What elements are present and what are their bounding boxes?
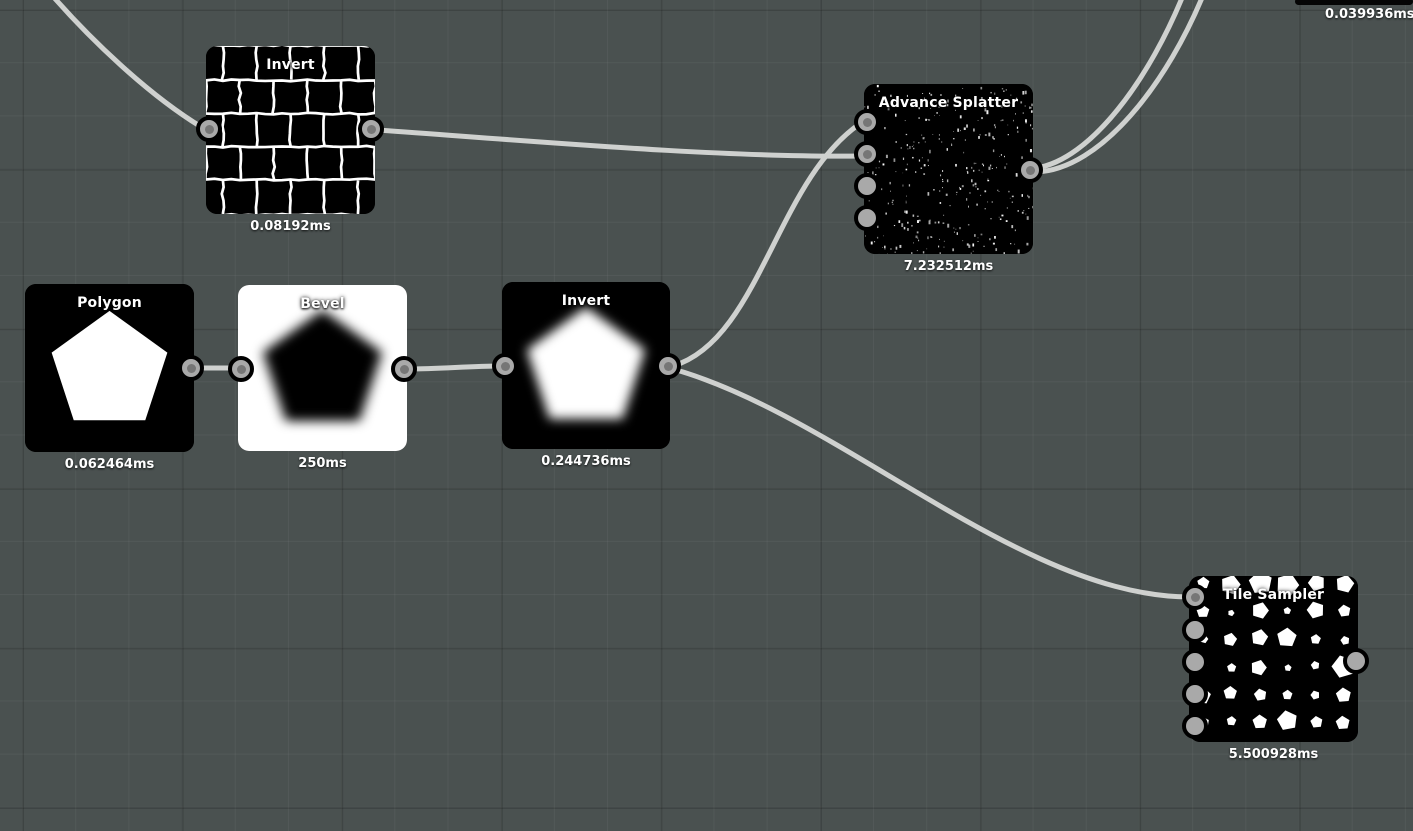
input-port-advance-splatter-2[interactable]	[854, 173, 880, 199]
node-tile-sampler[interactable]: Tile Sampler	[1189, 576, 1358, 742]
output-port-tile-sampler-0[interactable]	[1343, 648, 1369, 674]
wire-bevel-to-invert-polygon[interactable]	[406, 363, 504, 372]
wire-splatter-out-offscreen-b[interactable]	[1033, 0, 1206, 175]
node-time-bevel: 250ms	[298, 456, 347, 471]
input-port-tile-sampler-1[interactable]	[1182, 617, 1208, 643]
input-port-tile-sampler-0[interactable]	[1182, 584, 1208, 610]
input-port-invert-polygon-0[interactable]	[492, 353, 518, 379]
node-invert-bricks[interactable]: Invert	[206, 46, 375, 214]
node-thumbnail-tile-sampler	[1189, 576, 1358, 742]
output-port-polygon-0[interactable]	[178, 355, 204, 381]
output-port-invert-bricks-0[interactable]	[358, 116, 384, 142]
input-port-advance-splatter-0[interactable]	[854, 109, 880, 135]
node-thumbnail-invert-bricks	[206, 46, 375, 214]
node-time-invert-polygon: 0.244736ms	[541, 454, 631, 469]
node-bevel[interactable]: Bevel	[238, 285, 407, 451]
wire-invert-polygon-to-tile-sampler[interactable]	[670, 366, 1192, 600]
node-thumbnail-bevel	[238, 285, 407, 451]
output-port-invert-polygon-0[interactable]	[655, 353, 681, 379]
node-thumbnail-advance-splatter	[864, 84, 1033, 254]
input-port-tile-sampler-4[interactable]	[1182, 713, 1208, 739]
node-polygon[interactable]: Polygon	[25, 284, 194, 452]
node-time-offscreen-top-right: 0.039936ms	[1325, 7, 1413, 22]
node-invert-polygon[interactable]: Invert	[502, 282, 670, 449]
node-thumbnail-polygon	[25, 284, 194, 452]
wire-invert-polygon-to-splatter-in1[interactable]	[670, 120, 864, 369]
node-time-polygon: 0.062464ms	[64, 457, 155, 472]
wire-splatter-out-offscreen-a[interactable]	[1033, 0, 1186, 171]
input-port-bevel-0[interactable]	[228, 356, 254, 382]
wire-invert-bricks-to-splatter-in2[interactable]	[375, 127, 864, 159]
output-port-bevel-0[interactable]	[391, 356, 417, 382]
node-time-invert-bricks: 0.08192ms	[250, 219, 331, 234]
node-time-tile-sampler: 5.500928ms	[1228, 747, 1319, 762]
input-port-tile-sampler-2[interactable]	[1182, 649, 1208, 675]
output-port-advance-splatter-0[interactable]	[1017, 157, 1043, 183]
node-advance-splatter[interactable]: Advance Splatter	[864, 84, 1033, 254]
input-port-tile-sampler-3[interactable]	[1182, 681, 1208, 707]
input-port-invert-bricks-0[interactable]	[196, 116, 222, 142]
input-port-advance-splatter-3[interactable]	[854, 205, 880, 231]
node-time-advance-splatter: 7.232512ms	[903, 259, 994, 274]
node-thumbnail-invert-polygon	[502, 282, 670, 449]
input-port-advance-splatter-1[interactable]	[854, 141, 880, 167]
node-offscreen-top-right[interactable]	[1295, 0, 1413, 5]
wire-offscreen-to-invert-bricks[interactable]	[44, 0, 206, 131]
